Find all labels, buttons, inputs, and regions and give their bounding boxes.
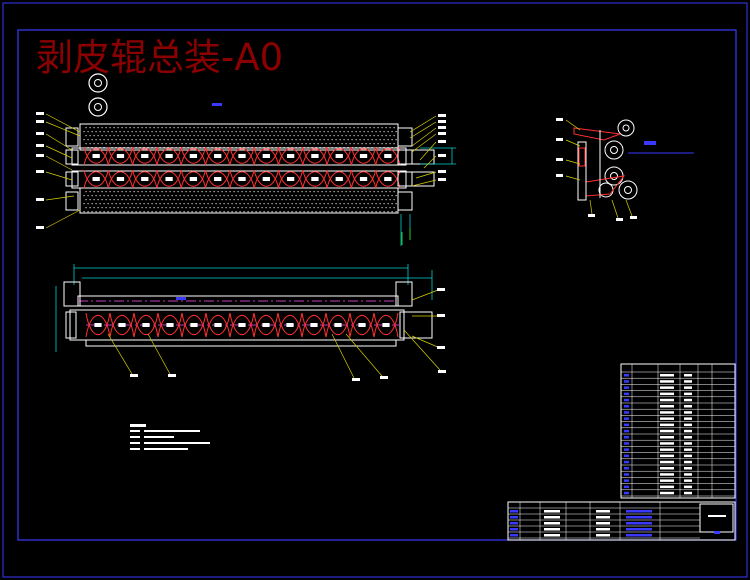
sheet-inner-border — [17, 29, 737, 541]
part-tags-front — [94, 323, 390, 327]
leader-lines-top — [36, 112, 446, 229]
technical-notes — [130, 424, 210, 450]
dimension-lines-top — [400, 147, 456, 246]
drawing-title: 剥皮辊总装-A0 — [36, 36, 283, 79]
green-dimension-marks — [401, 228, 411, 245]
roller-assembly-front-view — [55, 264, 446, 381]
part-tags-top — [92, 154, 392, 181]
spiral-coils-front — [85, 312, 399, 338]
center-tag — [212, 103, 222, 106]
roller-shafts — [71, 147, 407, 189]
title-block — [507, 501, 736, 541]
gear-disc-icon — [88, 73, 108, 117]
side-view-assembly — [556, 118, 694, 221]
spiral-coils-top — [83, 146, 401, 189]
center-tag — [176, 297, 186, 300]
parts-list-table — [620, 363, 736, 499]
roller-assembly-top-view — [36, 73, 456, 246]
